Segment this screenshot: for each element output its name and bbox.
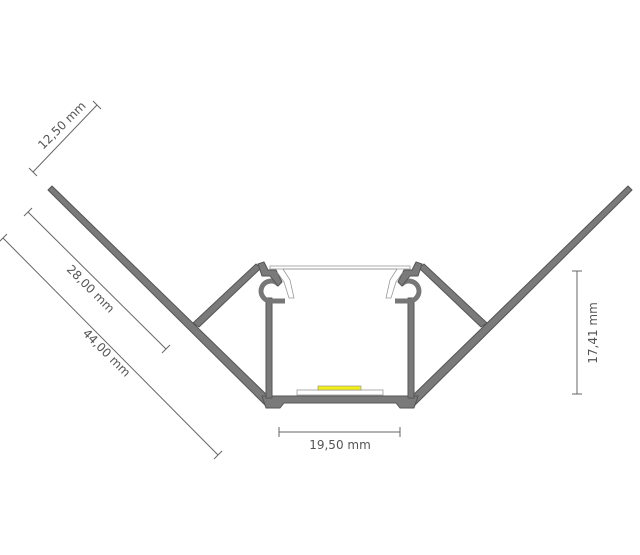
dimension-channel-height: 17,41 mm	[572, 270, 600, 395]
dimension-wing-width: 12,50 mm	[28, 99, 102, 177]
right-wing	[407, 185, 633, 407]
aluminum-profile	[47, 185, 633, 409]
dimension-outer-wing: 44,00 mm	[0, 233, 223, 460]
left-strut	[192, 263, 262, 328]
right-clip-top	[397, 261, 423, 287]
right-wall	[407, 297, 415, 399]
left-clip	[258, 278, 285, 304]
dimension-label: 44,00 mm	[80, 326, 133, 379]
dimension-label: 17,41 mm	[586, 302, 600, 364]
dimension-label: 19,50 mm	[309, 438, 371, 452]
diffuser	[269, 265, 411, 299]
left-wing	[47, 185, 273, 407]
led-strip	[296, 385, 384, 396]
right-strut	[418, 263, 488, 328]
right-clip	[395, 278, 422, 304]
base	[261, 395, 419, 409]
dimension-label: 12,50 mm	[35, 99, 88, 152]
left-wall	[265, 297, 273, 399]
led-chip	[317, 385, 362, 391]
left-clip-top	[257, 261, 283, 287]
pcb	[296, 389, 384, 396]
dimension-channel-width: 19,50 mm	[278, 427, 401, 452]
